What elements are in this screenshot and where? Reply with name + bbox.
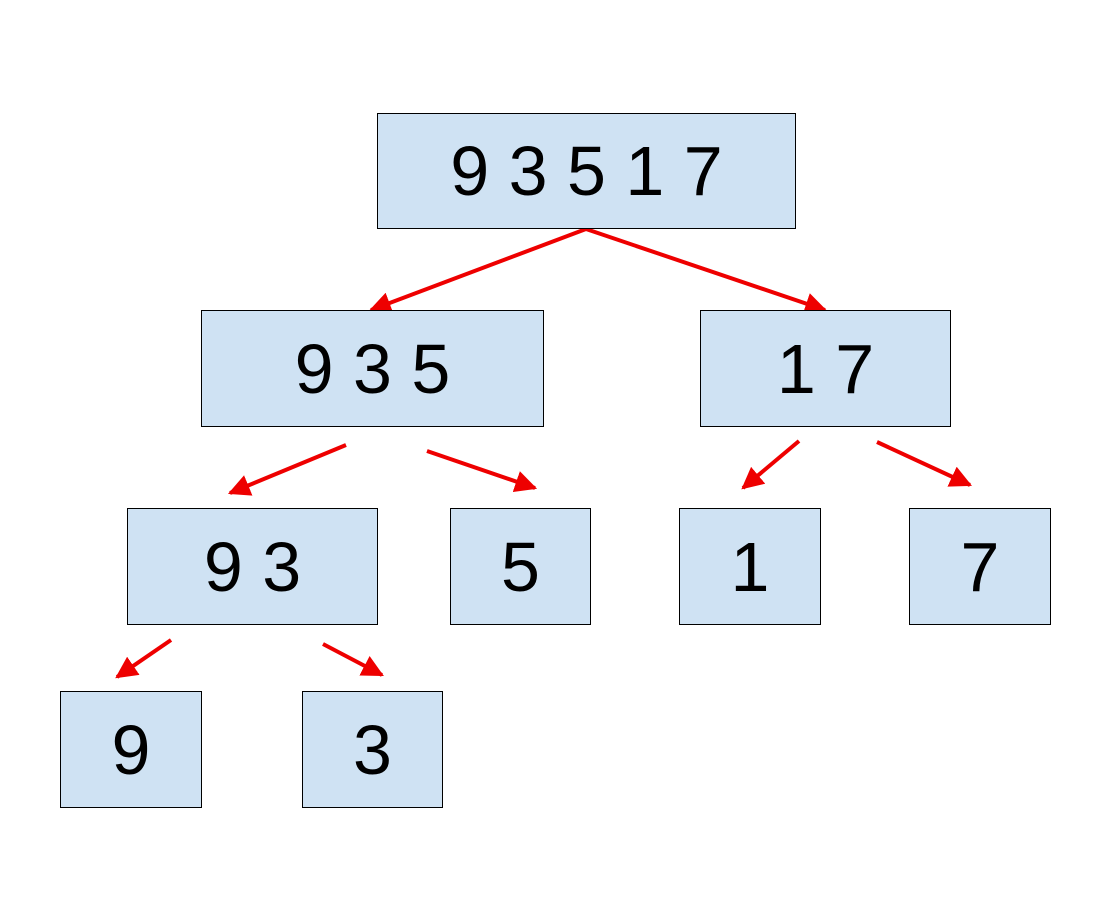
node-left-left-left: 9 xyxy=(60,691,202,808)
arrow-left-to-left-right xyxy=(426,449,538,492)
node-right-right: 7 xyxy=(909,508,1051,625)
arrow-root-to-left xyxy=(368,227,587,314)
node-right-left: 1 xyxy=(679,508,821,625)
arrow-right-to-right-left xyxy=(741,439,801,490)
node-root: 9 3 5 1 7 xyxy=(377,113,796,229)
node-left-left-right: 3 xyxy=(302,691,443,808)
node-left-left: 9 3 xyxy=(127,508,378,625)
node-right: 1 7 xyxy=(700,310,951,427)
arrow-root-to-right xyxy=(585,227,828,315)
arrow-right-to-right-right xyxy=(876,440,972,487)
arrow-leftleft-to-9 xyxy=(115,638,173,679)
arrow-left-to-left-left xyxy=(227,443,347,496)
node-left-right: 5 xyxy=(450,508,591,625)
node-left: 9 3 5 xyxy=(201,310,544,427)
arrow-leftleft-to-3 xyxy=(322,642,384,677)
